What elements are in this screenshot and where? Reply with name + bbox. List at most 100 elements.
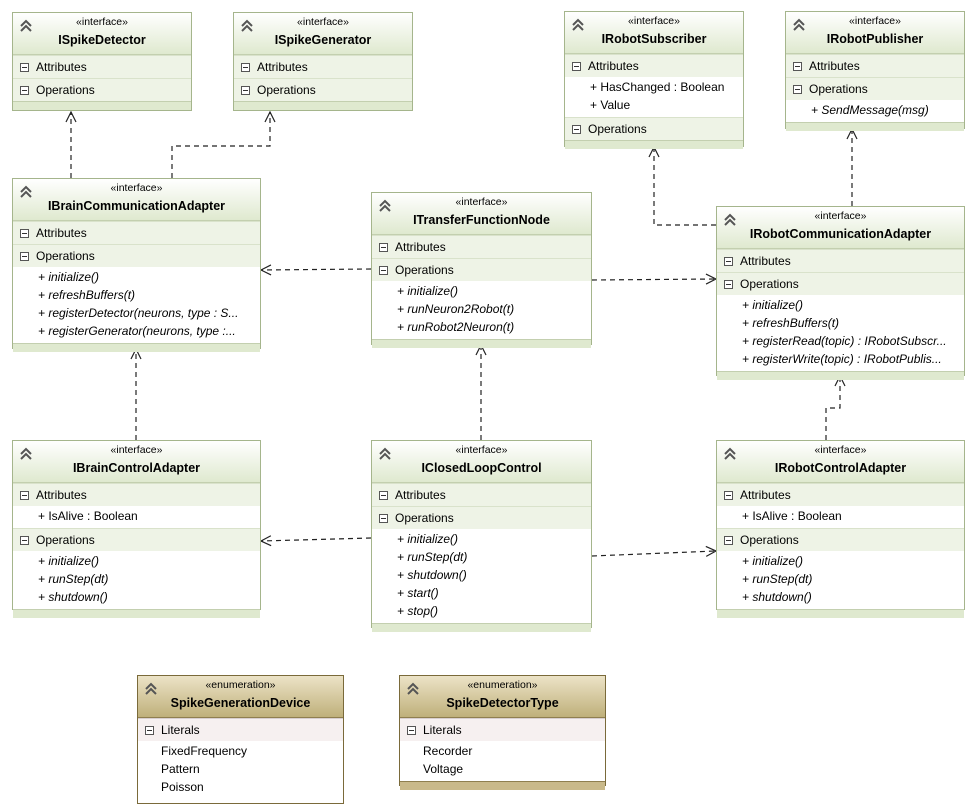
attributes-section[interactable]: Attributes <box>717 483 964 506</box>
attributes-section[interactable]: Attributes <box>13 483 260 506</box>
operations-section[interactable]: Operations <box>565 117 743 140</box>
double-chevron-up-icon[interactable] <box>378 447 392 461</box>
double-chevron-up-icon[interactable] <box>406 682 420 696</box>
operation-item[interactable]: + shutdown() <box>397 568 467 582</box>
minus-box-icon[interactable] <box>793 85 802 94</box>
minus-box-icon[interactable] <box>241 86 250 95</box>
double-chevron-up-icon[interactable] <box>19 185 33 199</box>
minus-box-icon[interactable] <box>724 257 733 266</box>
operation-item[interactable]: + initialize() <box>38 554 100 568</box>
attribute-item[interactable]: + IsAlive : Boolean <box>38 509 138 523</box>
operation-item[interactable]: + shutdown() <box>742 590 812 604</box>
minus-box-icon[interactable] <box>20 491 29 500</box>
attribute-item[interactable]: + IsAlive : Boolean <box>742 509 842 523</box>
operation-item[interactable]: + runNeuron2Robot(t) <box>397 302 515 316</box>
operation-item[interactable]: + start() <box>397 586 439 600</box>
operation-item[interactable]: + initialize() <box>397 532 459 546</box>
minus-box-icon[interactable] <box>572 125 581 134</box>
double-chevron-up-icon[interactable] <box>144 682 158 696</box>
operations-section[interactable]: Operations <box>372 258 591 281</box>
minus-box-icon[interactable] <box>724 280 733 289</box>
minus-box-icon[interactable] <box>20 63 29 72</box>
class-ispikedetector[interactable]: «interface» ISpikeDetector Attributes Op… <box>12 12 192 111</box>
attributes-section[interactable]: Attributes <box>786 54 964 77</box>
attributes-section[interactable]: Attributes <box>372 235 591 258</box>
operation-item[interactable]: + runStep(dt) <box>742 572 813 586</box>
class-irobotcontroladapter[interactable]: «interface» IRobotControlAdapter Attribu… <box>716 440 965 618</box>
operation-item[interactable]: + runRobot2Neuron(t) <box>397 320 515 334</box>
operations-section[interactable]: Operations <box>717 528 964 551</box>
enum-spikegenerationdevice[interactable]: «enumeration» SpikeGenerationDevice Lite… <box>137 675 344 804</box>
attributes-section[interactable]: Attributes <box>13 55 191 78</box>
double-chevron-up-icon[interactable] <box>571 18 585 32</box>
attributes-section[interactable]: Attributes <box>13 221 260 244</box>
operation-item[interactable]: + registerGenerator(neurons, type :... <box>38 324 236 338</box>
class-ispikegenerator[interactable]: «interface» ISpikeGenerator Attributes O… <box>233 12 413 111</box>
operation-item[interactable]: + initialize() <box>397 284 459 298</box>
attributes-section[interactable]: Attributes <box>372 483 591 506</box>
minus-box-icon[interactable] <box>407 726 416 735</box>
literal-item[interactable]: Voltage <box>423 762 464 776</box>
operation-item[interactable]: + initialize() <box>742 554 804 568</box>
operation-item[interactable]: + registerRead(topic) : IRobotSubscr... <box>742 334 947 348</box>
operation-item[interactable]: + registerDetector(neurons, type : S... <box>38 306 239 320</box>
operation-item[interactable]: + stop() <box>397 604 439 618</box>
minus-box-icon[interactable] <box>724 491 733 500</box>
double-chevron-up-icon[interactable] <box>723 447 737 461</box>
double-chevron-up-icon[interactable] <box>792 18 806 32</box>
literal-item[interactable]: Recorder <box>423 744 473 758</box>
operation-item[interactable]: + refreshBuffers(t) <box>38 288 136 302</box>
minus-box-icon[interactable] <box>379 514 388 523</box>
operations-section[interactable]: Operations <box>234 78 412 101</box>
class-itransferfunctionnode[interactable]: «interface» ITransferFunctionNode Attrib… <box>371 192 592 348</box>
literals-section[interactable]: Literals <box>400 718 605 741</box>
attributes-section[interactable]: Attributes <box>717 249 964 272</box>
enum-spikedetectortype[interactable]: «enumeration» SpikeDetectorType Literals… <box>399 675 606 790</box>
operation-item[interactable]: + runStep(dt) <box>38 572 109 586</box>
minus-box-icon[interactable] <box>379 266 388 275</box>
operations-section[interactable]: Operations <box>717 272 964 295</box>
minus-box-icon[interactable] <box>793 62 802 71</box>
literal-item[interactable]: FixedFrequency <box>161 744 248 758</box>
class-irobotcommunicationadapter[interactable]: «interface» IRobotCommunicationAdapter A… <box>716 206 965 380</box>
operation-item[interactable]: + shutdown() <box>38 590 108 604</box>
literal-item[interactable]: Pattern <box>161 762 200 776</box>
double-chevron-up-icon[interactable] <box>378 199 392 213</box>
minus-box-icon[interactable] <box>572 62 581 71</box>
double-chevron-up-icon[interactable] <box>19 19 33 33</box>
operation-item[interactable]: + refreshBuffers(t) <box>742 316 840 330</box>
class-irobotpublisher[interactable]: «interface» IRobotPublisher Attributes O… <box>785 11 965 131</box>
class-ibraincommunicationadapter[interactable]: «interface» IBrainCommunicationAdapter A… <box>12 178 261 352</box>
operations-section[interactable]: Operations <box>13 78 191 101</box>
attributes-section[interactable]: Attributes <box>234 55 412 78</box>
minus-box-icon[interactable] <box>145 726 154 735</box>
operation-item[interactable]: + initialize() <box>38 270 100 284</box>
literal-item[interactable]: Poisson <box>161 780 204 794</box>
class-irobotsubscriber[interactable]: «interface» IRobotSubscriber Attributes … <box>564 11 744 149</box>
minus-box-icon[interactable] <box>724 536 733 545</box>
double-chevron-up-icon[interactable] <box>19 447 33 461</box>
minus-box-icon[interactable] <box>20 536 29 545</box>
operation-item[interactable]: + SendMessage(msg) <box>811 103 929 117</box>
operations-section[interactable]: Operations <box>13 528 260 551</box>
class-ibraincontroladapter[interactable]: «interface» IBrainControlAdapter Attribu… <box>12 440 261 618</box>
attributes-section[interactable]: Attributes <box>565 54 743 77</box>
minus-box-icon[interactable] <box>241 63 250 72</box>
operations-section[interactable]: Operations <box>786 77 964 100</box>
operation-item[interactable]: + registerWrite(topic) : IRobotPublis... <box>742 352 942 366</box>
operations-section[interactable]: Operations <box>13 244 260 267</box>
attribute-item[interactable]: + HasChanged : Boolean <box>590 80 725 94</box>
double-chevron-up-icon[interactable] <box>723 213 737 227</box>
minus-box-icon[interactable] <box>379 491 388 500</box>
minus-box-icon[interactable] <box>379 243 388 252</box>
operations-section[interactable]: Operations <box>372 506 591 529</box>
operation-item[interactable]: + initialize() <box>742 298 804 312</box>
minus-box-icon[interactable] <box>20 229 29 238</box>
double-chevron-up-icon[interactable] <box>240 19 254 33</box>
minus-box-icon[interactable] <box>20 252 29 261</box>
literals-section[interactable]: Literals <box>138 718 343 741</box>
operation-item[interactable]: + runStep(dt) <box>397 550 468 564</box>
attribute-item[interactable]: + Value <box>590 98 631 112</box>
class-iclosedloopcontrol[interactable]: «interface» IClosedLoopControl Attribute… <box>371 440 592 632</box>
minus-box-icon[interactable] <box>20 86 29 95</box>
